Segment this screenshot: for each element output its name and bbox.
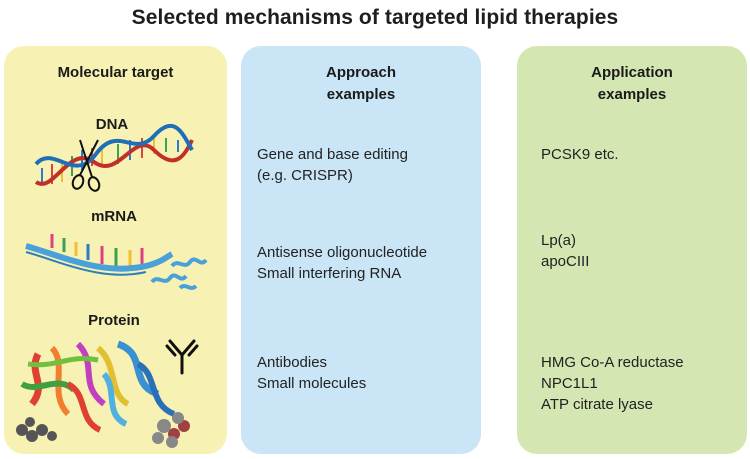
application-row-mrna: Lp(a) apoCIII (541, 230, 589, 272)
approach-text-line: Gene and base editing (257, 146, 408, 163)
antibody-icon (165, 339, 199, 375)
application-row-dna: PCSK9 etc. (541, 144, 619, 165)
application-text-line: NPC1L1 (541, 375, 598, 392)
mrna-strand-icon (25, 234, 208, 290)
approach-row-mrna: Antisense oligonucleotide Small interfer… (257, 242, 427, 284)
mrna-label: mRNA (91, 208, 137, 225)
application-text-line: ATP citrate lyase (541, 396, 653, 413)
molecular-target-header: Molecular target (57, 64, 174, 81)
application-header-line2: examples (597, 86, 667, 103)
application-header-line1: Application (591, 64, 673, 81)
molecular-target-panel: Molecular target DNA mRNA Protein (4, 46, 227, 454)
application-examples-panel: Application examples PCSK9 etc. Lp(a) ap… (517, 46, 747, 454)
protein-label: Protein (88, 312, 140, 329)
approach-text-line: Small interfering RNA (257, 265, 402, 282)
approach-examples-panel: Approach examples Gene and base editing … (241, 46, 481, 454)
application-row-protein: HMG Co-A reductase NPC1L1 ATP citrate ly… (541, 352, 684, 415)
application-text-line: HMG Co-A reductase (541, 354, 684, 371)
approach-text-line: Antisense oligonucleotide (257, 244, 428, 261)
approach-row-protein: Antibodies Small molecules (257, 352, 366, 394)
approach-text-line: Small molecules (257, 375, 367, 392)
approach-text-line: (e.g. CRISPR) (257, 167, 353, 184)
dna-double-helix-with-scissors-icon (34, 123, 194, 192)
diagram-title: Selected mechanisms of targeted lipid th… (131, 6, 619, 29)
dna-label: DNA (95, 116, 129, 133)
application-text-line: PCSK9 etc. (541, 146, 619, 163)
approach-header-line2: examples (326, 86, 396, 103)
application-text-line: apoCIII (541, 253, 590, 270)
approach-text-line: Antibodies (257, 354, 328, 371)
application-text-line: Lp(a) (541, 232, 577, 249)
protein-ribbon-structure-icon (16, 340, 190, 448)
approach-row-dna: Gene and base editing (e.g. CRISPR) (257, 144, 408, 186)
approach-header-line1: Approach (325, 64, 396, 81)
